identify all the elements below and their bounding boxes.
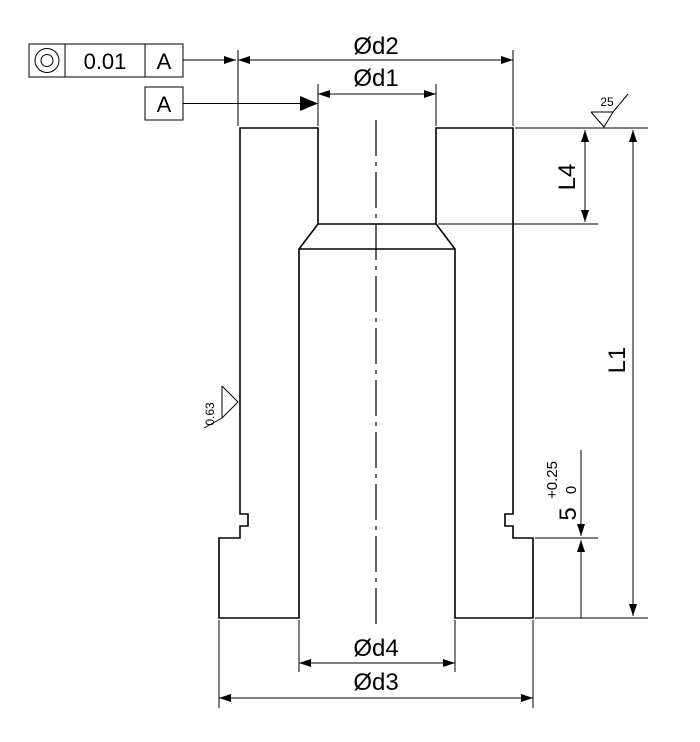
dimension-d3: Ød3	[218, 620, 534, 708]
dimension-d2-label: Ød2	[353, 33, 398, 60]
dimension-d2: Ød2	[237, 33, 514, 126]
left-wall-section	[218, 127, 319, 619]
datum-a: A	[144, 86, 318, 121]
groove-nominal: 5	[555, 507, 582, 520]
dimension-l4: L4	[438, 130, 598, 225]
groove-upper-tolerance: +0.25	[544, 461, 561, 499]
dimension-d1-label: Ød1	[353, 65, 398, 92]
dimension-l4-label: L4	[554, 164, 581, 191]
surface-finish-top: 25	[515, 93, 648, 129]
datum-triangle	[300, 96, 318, 111]
dimension-groove: 5 +0.25 0	[535, 450, 598, 618]
right-wall-section	[435, 127, 534, 619]
dimension-d4-label: Ød4	[353, 635, 398, 662]
tolerance-value: 0.01	[84, 49, 127, 74]
groove-lower-tolerance: 0	[563, 486, 580, 494]
datum-label: A	[157, 92, 172, 117]
surface-finish-side: 0.63	[203, 385, 239, 429]
dimension-l1-label: L1	[604, 347, 631, 374]
dimension-d3-label: Ød3	[353, 669, 398, 696]
tolerance-datum-ref: A	[157, 49, 172, 74]
concentricity-icon	[34, 48, 60, 73]
dimension-d1: Ød1	[317, 65, 437, 126]
surface-finish-side-value: 0.63	[203, 402, 217, 426]
dimension-l1: L1	[535, 130, 648, 619]
surface-finish-top-value: 25	[600, 95, 614, 109]
part-section	[218, 120, 534, 625]
tolerance-frame: 0.01 A	[28, 43, 236, 78]
dimension-d4: Ød4	[298, 620, 456, 672]
